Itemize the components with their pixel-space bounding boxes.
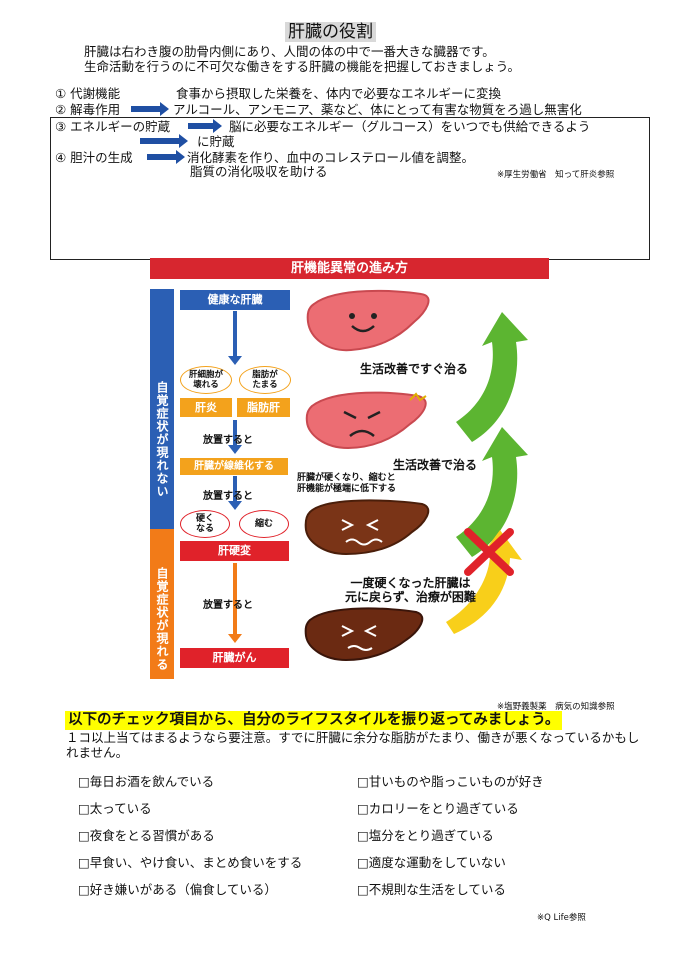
cancer-liver-icon: [304, 607, 424, 662]
arrow-right-icon: [188, 119, 222, 133]
cure-quick-label: 生活改善ですぐ治る: [360, 362, 469, 376]
side-no-symptoms-label: 自覚症状が現れない: [155, 380, 169, 498]
blocked-arrow-icon: [446, 530, 522, 634]
healthy-liver-icon: [306, 289, 430, 352]
function-desc-3: 脳に必要なエネルギー（グルコース）をいつでも供給できるよう: [229, 119, 591, 134]
arrow-down-icon: [228, 420, 242, 454]
check-item-right-1[interactable]: □甘いものや脂っこいものが好き: [357, 774, 544, 789]
shrink-oval: 縮む: [239, 510, 289, 538]
sick-liver-icon: [305, 391, 427, 450]
side-symptoms-label: 自覚症状が現れる: [155, 567, 169, 671]
side-no-symptoms: 自覚症状が現れない: [150, 289, 174, 529]
check-item-left-4[interactable]: □早食い、やけ食い、まとめ食いをする: [78, 855, 303, 870]
arrow-down-icon: [228, 476, 242, 510]
left-alone-label-1: 放置すると: [203, 435, 253, 446]
liver-cancer-box: 肝臓がん: [180, 648, 289, 668]
check-item-right-2[interactable]: □カロリーをとり過ぎている: [357, 801, 519, 816]
fatty-liver-box: 脂肪肝: [237, 398, 290, 417]
recovery-arrow-icon: [456, 427, 528, 557]
arrow-right-icon: [140, 134, 188, 148]
function-desc-3b: に貯蔵: [197, 134, 235, 149]
function-name-4: ④ 胆汁の生成: [55, 150, 133, 165]
check-item-right-3[interactable]: □塩分をとり過ぎている: [357, 828, 494, 843]
function-desc-4b: 脂質の消化吸収を助ける: [190, 164, 328, 179]
source-note-3: ※Q Life参照: [537, 913, 586, 923]
check-heading: 以下のチェック項目から、自分のライフスタイルを振り返ってみましょう。: [65, 711, 563, 730]
diagram-banner: 肝機能異常の進み方: [150, 258, 549, 279]
fibrosis-box: 肝臓が線維化する: [180, 458, 288, 475]
cirrhosis-box: 肝硬変: [180, 541, 289, 561]
function-name-3: ③ エネルギーの貯蔵: [55, 119, 171, 134]
page-title: 肝臓の役割: [285, 22, 376, 42]
intro-line-1: 肝臓は右わき腹の肋骨内側にあり、人間の体の中で一番大きな臓器です。: [84, 44, 495, 59]
side-symptoms: 自覚症状が現れる: [150, 529, 174, 679]
check-note: １コ以上当てはまるようなら要注意。すでに肝臓に余分な脂肪がたまり、働きが悪くなっ…: [66, 730, 640, 760]
cross-icon: [464, 528, 514, 576]
function-desc-2: アルコール、アンモニア、薬など、体にとって有害な物質をろ過し無害化: [173, 102, 582, 117]
check-item-left-2[interactable]: □太っている: [78, 801, 152, 816]
arrow-right-icon: [131, 102, 169, 116]
liver-illustration: [304, 289, 528, 662]
hepatitis-box: 肝炎: [180, 398, 232, 417]
function-desc-4: 消化酵素を作り、血中のコレステロール値を調整。: [187, 150, 475, 165]
check-item-left-3[interactable]: □夜食をとる習慣がある: [78, 828, 215, 843]
left-alone-label-2: 放置すると: [203, 491, 253, 502]
recovery-arrow-icon: [456, 312, 528, 442]
check-item-right-5[interactable]: □不規則な生活をしている: [357, 882, 506, 897]
intro-line-2: 生命活動を行うのに不可欠な働きをする肝臓の機能を把握しておきましょう。: [84, 59, 521, 74]
source-note-1: ※厚生労働省 知って肝炎参照: [497, 170, 615, 180]
fat-oval: 脂肪が たまる: [239, 366, 291, 394]
cell-damage-oval: 肝細胞が 壊れる: [180, 366, 232, 394]
irreversible-label: 一度硬くなった肝臓は 元に戻らず、治療が困難: [345, 576, 476, 604]
hardened-note: 肝臓が硬くなり、縮むと 肝機能が極端に低下する: [297, 473, 397, 494]
hard-oval: 硬く なる: [180, 510, 230, 538]
check-item-left-1[interactable]: □毎日お酒を飲んでいる: [78, 774, 215, 789]
check-item-left-5[interactable]: □好き嫌いがある（偏食している）: [78, 882, 277, 897]
cure-label: 生活改善で治る: [393, 458, 478, 472]
arrow-down-icon: [228, 311, 242, 365]
source-note-2: ※塩野義製薬 病気の知識参照: [497, 702, 615, 712]
healthy-liver-box: 健康な肝臓: [180, 290, 290, 310]
arrow-down-icon: [228, 563, 242, 643]
function-name-2: ② 解毒作用: [55, 102, 121, 117]
left-alone-label-3: 放置すると: [203, 600, 253, 611]
function-name-1: ① 代謝機能: [55, 86, 121, 101]
check-item-right-4[interactable]: □適度な運動をしていない: [357, 855, 506, 870]
cirrhosis-liver-icon: [304, 499, 430, 556]
arrow-right-icon: [147, 150, 185, 164]
function-desc-1: 食事から摂取した栄養を、体内で必要なエネルギーに変換: [176, 86, 502, 101]
